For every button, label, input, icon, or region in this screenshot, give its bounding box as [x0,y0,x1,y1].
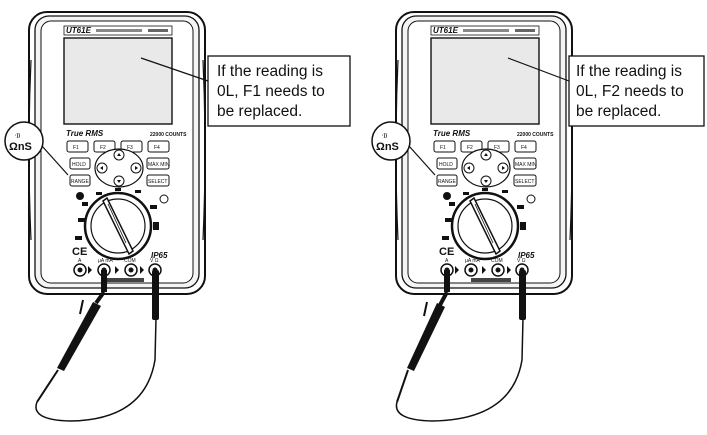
continuity-label: ΩnS [376,141,399,153]
probe-cable [396,318,523,421]
jack-ma-label: µA mA [465,258,480,264]
header-text-bar [463,29,509,32]
callout-line-1: If the reading is [217,63,323,80]
max-min-label: MAX MIN [148,162,170,168]
max-min-label: MAX MIN [515,162,537,168]
dial-mark [115,188,121,191]
lead-plug-left [101,270,107,292]
navigation-pad [462,149,510,187]
f2-label: F2 [100,145,106,151]
f4-label: F4 [154,145,160,151]
dial-mark [482,188,488,191]
jack-ma-hole [469,268,474,273]
multimeter-right: UT61E True RMS 22000 COUNTS F1 F2 F3 F4 … [372,12,704,421]
lead-plug-right [152,270,159,320]
callout-line-2: 0L, F2 needs to [576,83,684,100]
range-label: RANGE [71,179,89,185]
f2-label: F2 [467,145,473,151]
f4-label: F4 [521,145,527,151]
probe-black-body [57,302,101,371]
dial-mark [78,218,85,222]
hold-label: HOLD [72,162,86,168]
true-rms-label: True RMS [66,129,104,138]
dial-mark [517,205,524,209]
jack-rating-strip [471,278,511,282]
model-label: UT61E [66,26,92,35]
jack-com-label: COM [491,258,503,264]
dial-mark [449,202,455,206]
counts-label: 22000 COUNTS [517,132,554,138]
header-model-bar [515,29,535,32]
jack-a-hole [78,268,83,273]
select-label: SELECT [515,179,534,185]
lead-plug-right [519,270,526,320]
callout-line-3: be replaced. [576,103,661,120]
jack-com-hole [129,268,134,273]
probe-black-body [407,303,445,371]
ce-mark: CE [72,246,87,258]
dial-mark [442,236,449,240]
dial-mark [75,236,82,240]
continuity-symbol-icon: ·)) [15,133,20,139]
model-label: UT61E [433,26,459,35]
callout-line-1: If the reading is [576,63,682,80]
hold-label: HOLD [439,162,453,168]
jack-rating-strip [104,278,144,282]
rotary-dial [85,193,151,259]
probe-black-tip [37,370,58,402]
probe-guard [80,300,83,314]
dial-mark [96,192,102,195]
lcd-screen [64,38,172,124]
callout-line-2: 0L, F1 needs to [217,83,325,100]
lead-plug-left [444,270,450,292]
ce-mark: CE [439,246,454,258]
f1-label: F1 [73,145,79,151]
jack-com-hole [496,268,501,273]
dial-mark [445,218,452,222]
light-key-icon[interactable] [160,195,168,203]
header-model-bar [148,29,168,32]
continuity-label: ΩnS [9,141,32,153]
dial-mark [82,202,88,206]
dial-mark [520,222,526,230]
navigation-pad [95,149,143,187]
counts-label: 22000 COUNTS [150,132,187,138]
multimeter-left: UT61E True RMS 22000 COUNTS F1 F2 F3 F4 … [5,12,350,421]
probe-black-tip [397,370,408,402]
jack-com-label: COM [124,258,136,264]
lcd-screen [431,38,539,124]
dial-mark [502,190,508,193]
dial-mark [153,222,159,230]
power-key-icon[interactable] [443,192,451,200]
dial-mark [150,205,157,209]
probe-guard [424,302,427,316]
continuity-symbol-icon: ·)) [382,133,387,139]
f1-label: F1 [440,145,446,151]
header-text-bar [96,29,142,32]
jack-v-label: V Ω [150,258,159,264]
callout-line-3: be replaced. [217,103,302,120]
dial-mark [135,190,141,193]
light-key-icon[interactable] [527,195,535,203]
probe-cable [36,318,156,421]
select-label: SELECT [148,179,167,185]
true-rms-label: True RMS [433,129,471,138]
rotary-dial [452,193,518,259]
jack-ma-label: µA mA [98,258,113,264]
jack-v-label: V Ω [517,258,526,264]
dial-mark [463,192,469,195]
power-key-icon[interactable] [76,192,84,200]
range-label: RANGE [438,179,456,185]
